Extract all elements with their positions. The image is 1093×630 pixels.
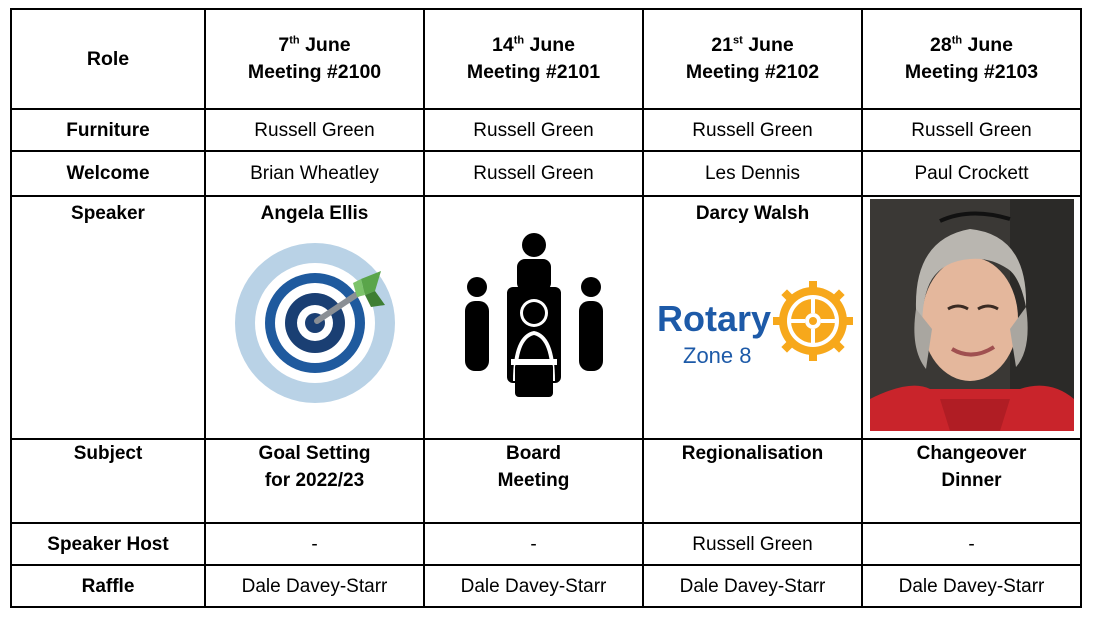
rotary-zone-8-logo: Rotary Zone 8 — [657, 281, 853, 368]
cell: Russell Green — [204, 108, 425, 152]
row-label: Speaker Host — [10, 522, 206, 566]
date-month: June — [748, 34, 794, 56]
cell: Russell Green — [423, 108, 644, 152]
speaker-name: Darcy Walsh — [695, 203, 810, 224]
date-suffix: th — [513, 34, 525, 47]
raffle-row: Raffle Dale Davey-Starr Dale Davey-Starr… — [10, 564, 1082, 608]
date-suffix: th — [289, 34, 300, 47]
rotary-wheel-icon — [772, 281, 853, 361]
header-row: Role 7th June Meeting #2100 14th June Me… — [10, 8, 1082, 110]
target-icon — [234, 243, 395, 403]
date-month: June — [305, 34, 351, 56]
speaker-host-row: Speaker Host - - Russell Green - — [10, 522, 1082, 566]
cell: Russell Green — [423, 150, 644, 197]
meeting-number: Meeting #2103 — [904, 61, 1039, 83]
speaker-row: Speaker Angela Ellis — [10, 195, 1082, 440]
column-header-2: 14th June Meeting #2101 — [423, 8, 644, 110]
cell: - — [861, 522, 1082, 566]
zone-label: Zone 8 — [683, 343, 752, 368]
cell: Brian Wheatley — [204, 150, 425, 197]
speaker-cell-4 — [861, 195, 1082, 440]
speaker-name: Angela Ellis — [260, 203, 369, 224]
date-month: June — [967, 34, 1014, 56]
row-label: Subject — [10, 438, 206, 524]
cell: Dale Davey-Starr — [204, 564, 425, 608]
row-label: Speaker — [10, 195, 206, 440]
welcome-row: Welcome Brian Wheatley Russell Green Les… — [10, 150, 1082, 197]
cell: - — [423, 522, 644, 566]
column-header-4: 28th June Meeting #2103 — [861, 8, 1082, 110]
date-suffix: st — [732, 34, 743, 47]
column-header-3: 21st June Meeting #2102 — [642, 8, 863, 110]
date-day: 21 — [711, 34, 733, 56]
date-suffix: th — [951, 34, 963, 47]
date-day: 28 — [929, 34, 952, 56]
speaker-photo — [869, 199, 1074, 431]
cell: Paul Crockett — [861, 150, 1082, 197]
speaker-cell-3: Darcy Walsh Rotary Zone 8 — [642, 195, 863, 440]
speaker-cell-1: Angela Ellis — [204, 195, 425, 440]
date-month: June — [529, 34, 576, 56]
subject-cell-3: Regionalisation — [642, 438, 863, 524]
rotary-wordmark: Rotary — [657, 298, 771, 339]
meeting-number: Meeting #2100 — [247, 61, 382, 83]
date-day: 14 — [491, 34, 514, 56]
speaker-name — [426, 198, 641, 231]
row-label: Raffle — [10, 564, 206, 608]
cell: Russell Green — [861, 108, 1082, 152]
speaker-cell-2 — [423, 195, 644, 440]
meeting-table-icon — [464, 233, 603, 397]
cell: Dale Davey-Starr — [642, 564, 863, 608]
meeting-number: Meeting #2101 — [466, 61, 601, 83]
cell: Russell Green — [642, 108, 863, 152]
cell: - — [204, 522, 425, 566]
role-header: Role — [10, 8, 206, 110]
date-day: 7 — [278, 34, 290, 56]
row-label: Welcome — [10, 150, 206, 197]
furniture-row: Furniture Russell Green Russell Green Ru… — [10, 108, 1082, 152]
cell: Dale Davey-Starr — [861, 564, 1082, 608]
cell: Russell Green — [642, 522, 863, 566]
row-label: Furniture — [10, 108, 206, 152]
cell: Dale Davey-Starr — [423, 564, 644, 608]
roster-table: Role 7th June Meeting #2100 14th June Me… — [10, 8, 1082, 608]
column-header-1: 7th June Meeting #2100 — [204, 8, 425, 110]
meeting-number: Meeting #2102 — [685, 61, 820, 83]
cell: Les Dennis — [642, 150, 863, 197]
